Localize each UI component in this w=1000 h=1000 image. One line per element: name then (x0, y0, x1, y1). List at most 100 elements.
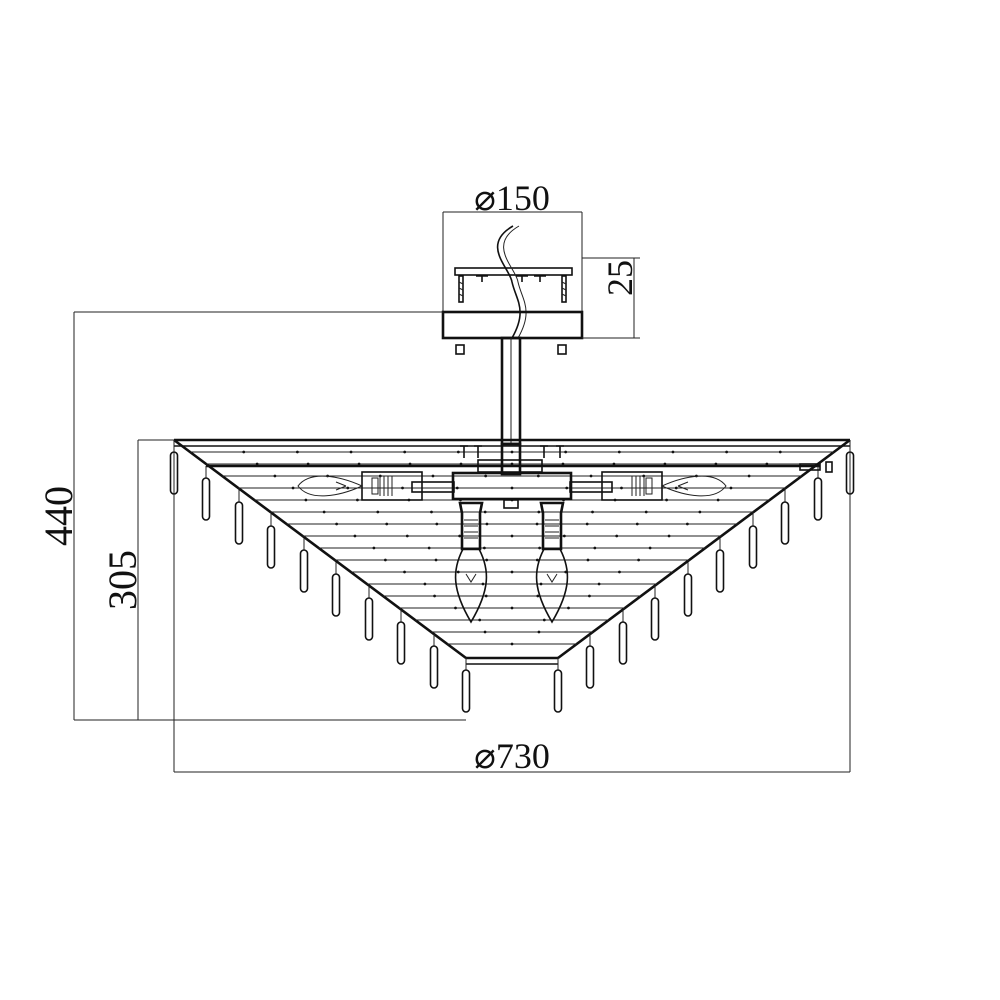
rail-bead (535, 522, 539, 526)
rail-bead (255, 462, 259, 466)
rail-bead (714, 462, 718, 466)
rail-bead (456, 570, 460, 574)
rail-bead (589, 474, 593, 478)
rail-bead (665, 498, 668, 502)
rail-bead (510, 450, 514, 454)
rail-bead (482, 546, 486, 550)
rail-bead (615, 534, 619, 538)
shade-diameter-dimension (173, 440, 851, 773)
rail-bead (403, 450, 407, 454)
rail-bead (481, 582, 485, 586)
rail-bead (618, 570, 621, 574)
crystal-pendant-icon (201, 466, 211, 521)
crystal-pendant-icon (364, 586, 374, 641)
candle-bulb-icon (297, 471, 423, 501)
crystal-pendant-icon (429, 634, 439, 689)
rail-bead (401, 486, 404, 490)
rail-bead (456, 450, 460, 454)
rail-bead (593, 546, 597, 550)
rail-bead (567, 606, 570, 610)
rail-bead (564, 450, 568, 454)
rail-bead (383, 558, 387, 562)
candle-bulb-icon (454, 501, 488, 624)
rail-bead (539, 582, 543, 586)
rail-bead (635, 522, 639, 526)
candle-bulb-icon (601, 471, 727, 501)
rail-bead (510, 462, 514, 466)
rail-bead (427, 546, 431, 550)
rail-bead (459, 462, 463, 466)
rail-bead (357, 462, 361, 466)
rail-bead (335, 522, 339, 526)
rail-bead (585, 522, 589, 526)
rail-bead (597, 582, 601, 586)
canopy-plate (441, 310, 584, 340)
canopy (441, 211, 584, 355)
rail-bead (431, 474, 435, 478)
crystal-pendant-icon (650, 586, 660, 641)
rail-bead (537, 630, 541, 634)
shade-height-label: 305 (100, 550, 145, 610)
rail-bead (430, 510, 433, 514)
rail-bead (295, 450, 299, 454)
rail-bead (698, 510, 702, 514)
rail-bead (562, 534, 566, 538)
screw-icon (458, 275, 567, 303)
rail-bead (478, 618, 482, 622)
rail-bead (484, 594, 488, 598)
rail-bead (376, 510, 380, 514)
rail-bead (242, 450, 246, 454)
power-wire (497, 225, 521, 339)
rail-bead (536, 594, 540, 598)
rail-bead (510, 642, 514, 646)
crystal-pendant-icon (396, 610, 406, 665)
rail-bead (455, 486, 459, 490)
crystal-pendant-icon (715, 538, 725, 593)
rail-bead (588, 594, 591, 598)
rail-bead (433, 594, 436, 598)
shade-height-dimension (137, 439, 174, 720)
rail-bead (353, 534, 357, 538)
rail-bead (648, 546, 652, 550)
rail-bead (483, 510, 487, 514)
rail-bead (716, 498, 720, 502)
rail-bead (403, 570, 406, 574)
crystal-pendant-icon (461, 658, 471, 713)
rail-bead (674, 486, 678, 490)
crystal-pendants (169, 440, 855, 713)
rail-bead (537, 510, 541, 514)
rail-bead (765, 462, 769, 466)
screw-icon (455, 344, 567, 355)
rail-bead (346, 486, 350, 490)
rail-bead (483, 630, 487, 634)
rail-bead (510, 486, 514, 490)
rail-bead (538, 546, 542, 550)
rail-bead (349, 450, 353, 454)
rail-bead (747, 474, 751, 478)
rail-bead (434, 558, 438, 562)
rail-bead (356, 498, 359, 502)
shade-diameter-label: ⌀730 (474, 736, 550, 776)
screw-icon (799, 461, 833, 473)
rail-bead (423, 582, 427, 586)
crystal-pendant-icon (780, 490, 790, 545)
rail-bead (667, 534, 671, 538)
crystal-pendant-icon (585, 634, 595, 689)
rail-bead (685, 522, 689, 526)
rail-bead (561, 462, 565, 466)
rail-bead (291, 486, 295, 490)
rail-bead (729, 486, 733, 490)
rail-bead (510, 606, 514, 610)
rail-bead (663, 462, 667, 466)
rail-bead (385, 522, 389, 526)
rail-bead (778, 450, 782, 454)
rail-bead (671, 450, 675, 454)
crystal-pendant-icon (234, 490, 244, 545)
light-hub (411, 442, 613, 509)
rail-bead (644, 510, 648, 514)
rail-bead (586, 558, 590, 562)
rail-bead (372, 546, 376, 550)
rail-bead (485, 558, 489, 562)
overall-height-label: 440 (36, 486, 81, 546)
